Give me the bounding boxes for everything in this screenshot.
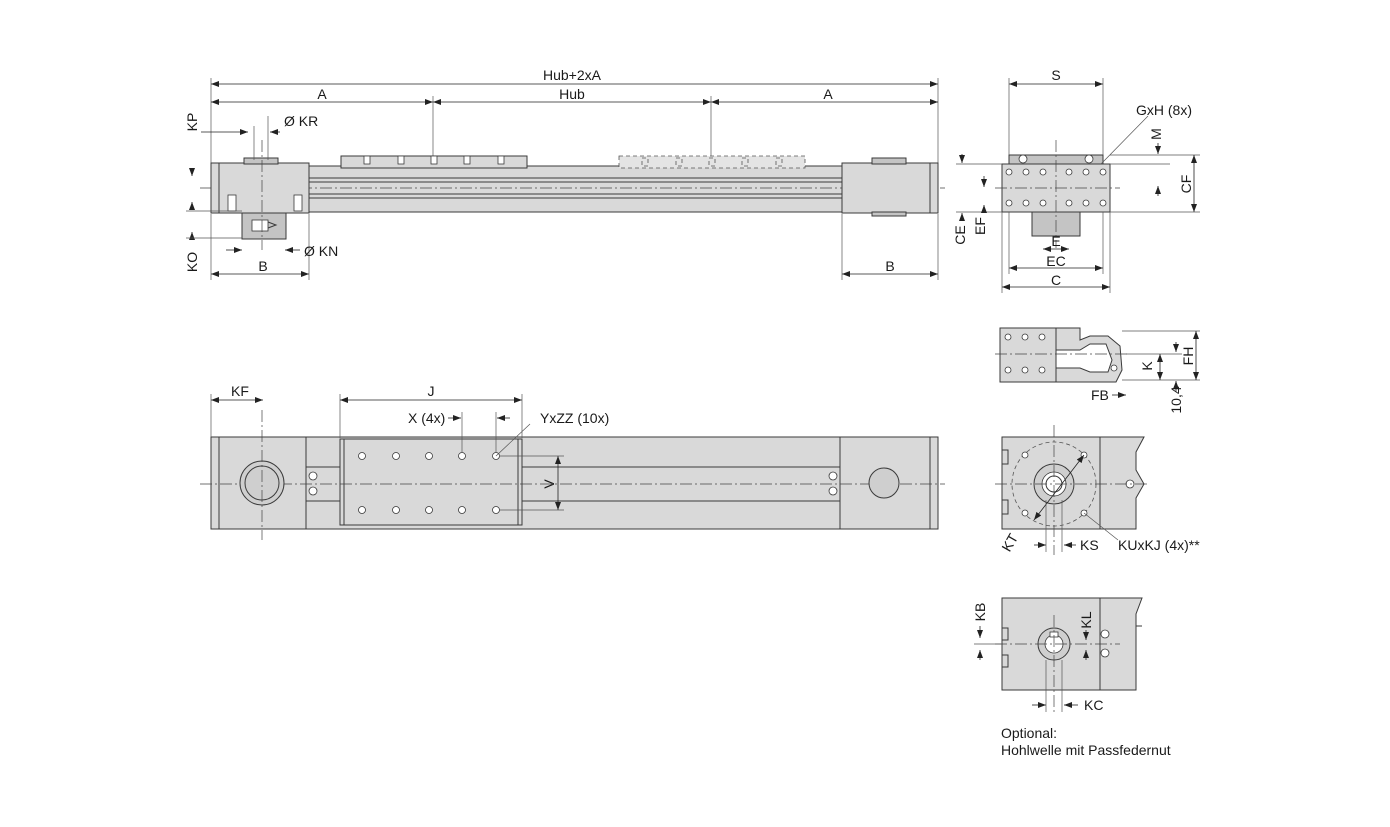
dim-x4: X (4x) (408, 410, 445, 426)
dim-gxh: GxH (8x) (1136, 102, 1192, 118)
dim-kukj: KUxKJ (4x)** (1118, 537, 1200, 553)
dim-kn: Ø KN (304, 243, 338, 259)
dim-c: C (1051, 272, 1061, 288)
end-view-keyway: KB KL KC (972, 597, 1143, 713)
dim-k: K (1139, 361, 1155, 371)
dim-e: E (1051, 233, 1060, 249)
dim-ec: EC (1046, 253, 1065, 269)
dim-ks: KS (1080, 537, 1099, 553)
dim-ko: KO (184, 252, 200, 272)
dim-kr: Ø KR (284, 113, 318, 129)
dim-kf: KF (231, 383, 249, 399)
optional-caption-line1: Optional: (1001, 725, 1057, 741)
dim-cf: CF (1178, 175, 1194, 194)
dim-b-right: B (885, 258, 894, 274)
dim-ce: CE (952, 225, 968, 244)
front-view: Hub+2xA A Hub A KP Ø KR Ø KN KO B B (184, 67, 945, 280)
dim-m: M (1148, 128, 1164, 140)
dim-s: S (1051, 67, 1060, 83)
optional-caption-line2: Hohlwelle mit Passfedernut (1001, 742, 1171, 758)
dim-kl: KL (1078, 611, 1094, 628)
dim-a-right: A (823, 86, 833, 102)
dim-v: V (541, 479, 557, 489)
dim-j: J (428, 383, 435, 399)
dim-hub: Hub (559, 86, 585, 102)
side-view: S GxH (8x) M CF CE EF E EC C (952, 67, 1200, 293)
dim-a-left: A (317, 86, 327, 102)
profile-section: FH K 10,4 FB (995, 327, 1200, 414)
dim-kp: KP (184, 113, 200, 132)
dim-kb: KB (972, 603, 988, 622)
dim-fb: FB (1091, 387, 1109, 403)
dim-yxzz: YxZZ (10x) (540, 410, 609, 426)
top-view: KF J X (4x) YxZZ (10x) V (200, 383, 945, 540)
dim-ef: EF (972, 217, 988, 235)
dim-10-4: 10,4 (1168, 386, 1184, 413)
dim-kc: KC (1084, 697, 1103, 713)
dim-kt: KT (998, 530, 1021, 554)
dim-b-left: B (258, 258, 267, 274)
end-view-shaft: KT KS KUxKJ (4x)** (995, 425, 1200, 555)
dim-hub-2xa: Hub+2xA (543, 67, 602, 83)
dim-fh: FH (1180, 347, 1196, 366)
